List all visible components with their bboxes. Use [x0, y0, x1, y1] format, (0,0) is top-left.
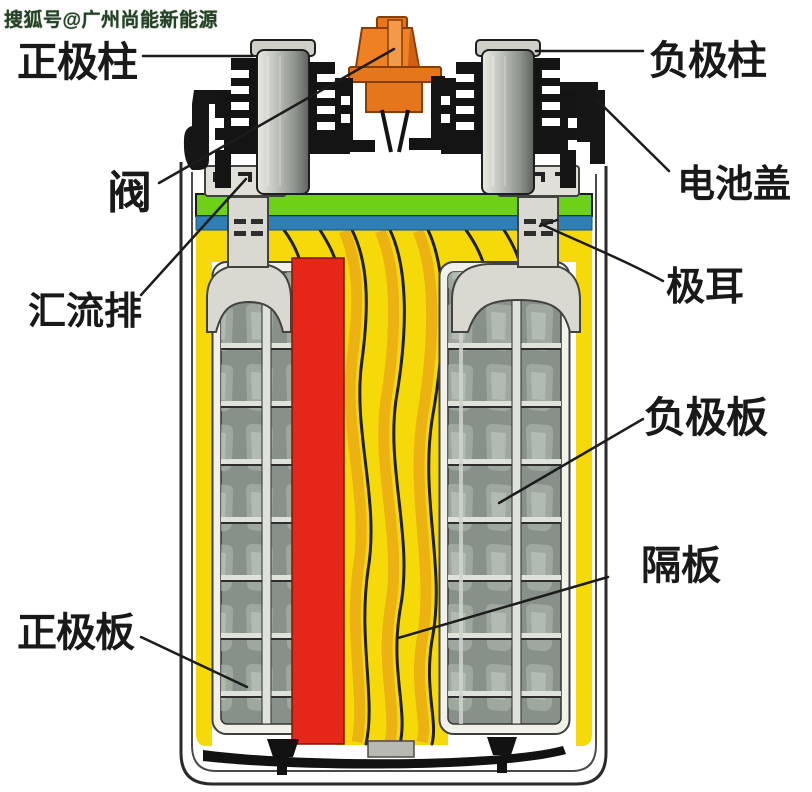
positive-terminal-post [215, 39, 350, 195]
label-positive-plate: 正极板 [17, 611, 135, 655]
plate-grid-lines [448, 271, 561, 725]
leader-lug-tip [538, 218, 559, 228]
positive-plate-red [291, 257, 345, 745]
terminal-seal-notches [215, 70, 350, 150]
label-lug: 极耳 [666, 266, 745, 309]
separator-yellow-lining [196, 228, 592, 746]
bottom-support [203, 737, 566, 775]
watermark-text: 搜狐号@广州尚能新能源 [4, 10, 219, 31]
label-separator: 隔板 [641, 544, 721, 588]
cover-seal-blue [195, 215, 593, 231]
safety-valve [348, 16, 442, 113]
lug-slots [524, 219, 553, 236]
battery-container [179, 162, 608, 786]
leader-separator [396, 575, 610, 640]
terminal-seal-notches [441, 70, 577, 150]
separator-shading [338, 228, 438, 744]
plate-grid-lines [221, 271, 334, 725]
label-valve: 阀 [107, 167, 153, 218]
leader-lug [539, 222, 665, 283]
right-busbar [451, 165, 581, 333]
leader-battery-cover [595, 98, 671, 173]
leader-busbar [139, 177, 248, 297]
label-negative-post: 负极柱 [649, 39, 767, 83]
label-battery-cover: 电池盖 [677, 164, 792, 206]
label-positive-post: 正极柱 [17, 39, 138, 85]
leader-lines [139, 47, 671, 689]
lug-slots [234, 219, 263, 236]
label-busbar: 汇流排 [28, 291, 143, 333]
leader-positive-plate [139, 635, 249, 689]
leader-valve [157, 47, 396, 185]
label-negative-plate: 负极板 [644, 394, 768, 441]
negative-terminal-post [441, 39, 577, 195]
negative-plate-group [438, 261, 571, 735]
leader-negative-plate [497, 417, 645, 505]
